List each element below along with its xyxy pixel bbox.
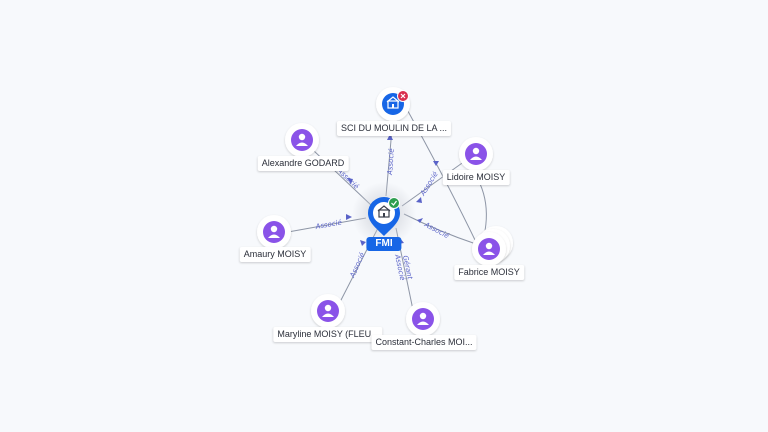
person-node-maryline[interactable]: [311, 294, 345, 328]
arrow-lidoire: [416, 197, 422, 203]
building-icon-roof: [377, 205, 391, 212]
person-node-constant[interactable]: [406, 302, 440, 336]
center-node[interactable]: [352, 182, 416, 246]
building-icon-door: [392, 104, 394, 108]
person-icon: [417, 312, 429, 325]
arrow-company: [387, 134, 393, 140]
person-label-lidoire[interactable]: Lidoire MOISY: [442, 170, 510, 185]
person-icon: [470, 147, 482, 160]
person-label-constant[interactable]: Constant-Charles MOI...: [371, 335, 477, 350]
arrow-maryline: [360, 240, 366, 246]
person-icon-body: [296, 142, 308, 146]
building-icon-door: [383, 213, 385, 217]
person-icon-head: [298, 133, 306, 141]
person-icon: [268, 225, 280, 238]
arrow-amaury: [346, 214, 352, 220]
arrow-company-fabrice: [433, 161, 439, 166]
person-icon: [483, 242, 495, 255]
arrow-alexandre: [347, 178, 353, 184]
person-label-fabrice[interactable]: Fabrice MOISY: [454, 265, 524, 280]
building-icon: [377, 205, 391, 218]
person-label-maryline[interactable]: Maryline MOISY (FLEU...: [273, 327, 383, 342]
building-icon-roof: [386, 96, 400, 103]
person-label-alexandre[interactable]: Alexandre GODARD: [257, 156, 349, 171]
person-icon-head: [472, 147, 480, 155]
edge-label-fabrice: Associé: [422, 220, 451, 240]
cross-badge-mark: [400, 93, 406, 99]
person-icon-body: [417, 321, 429, 325]
center-node-label[interactable]: FMI: [366, 237, 402, 251]
building-icon: [386, 96, 400, 109]
cross-badge-icon: [397, 90, 409, 102]
arrow-fabrice: [417, 218, 423, 223]
person-label-amaury[interactable]: Amaury MOISY: [239, 247, 311, 262]
edge-arrows: [346, 134, 439, 246]
person-icon-head: [270, 225, 278, 233]
person-node-fabrice[interactable]: [472, 226, 513, 266]
edge-label-maryline: Associé: [348, 251, 367, 280]
person-node-lidoire[interactable]: [459, 137, 493, 171]
edge-lidoire: [401, 160, 466, 207]
person-icon: [322, 304, 334, 317]
person-node-alexandre[interactable]: [285, 123, 319, 157]
person-icon: [296, 133, 308, 146]
person-icon-body: [483, 251, 495, 255]
company-node[interactable]: [376, 87, 410, 121]
person-icon-body: [268, 234, 280, 238]
person-icon-body: [470, 156, 482, 160]
company-node-label[interactable]: SCI DU MOULIN DE LA ...: [336, 121, 452, 136]
person-node-amaury[interactable]: [257, 215, 291, 249]
edge-label-company: Associé: [386, 147, 396, 176]
check-badge-icon: [388, 197, 400, 209]
edge-label-amaury: Associé: [314, 218, 343, 231]
edge-label-lidoire: Associé: [418, 170, 440, 198]
person-icon-body: [322, 313, 334, 317]
check-badge-mark: [391, 200, 397, 206]
person-icon-head: [419, 312, 427, 320]
person-icon-head: [324, 304, 332, 312]
person-icon-head: [485, 242, 493, 250]
check-badge-disc: [388, 197, 400, 209]
